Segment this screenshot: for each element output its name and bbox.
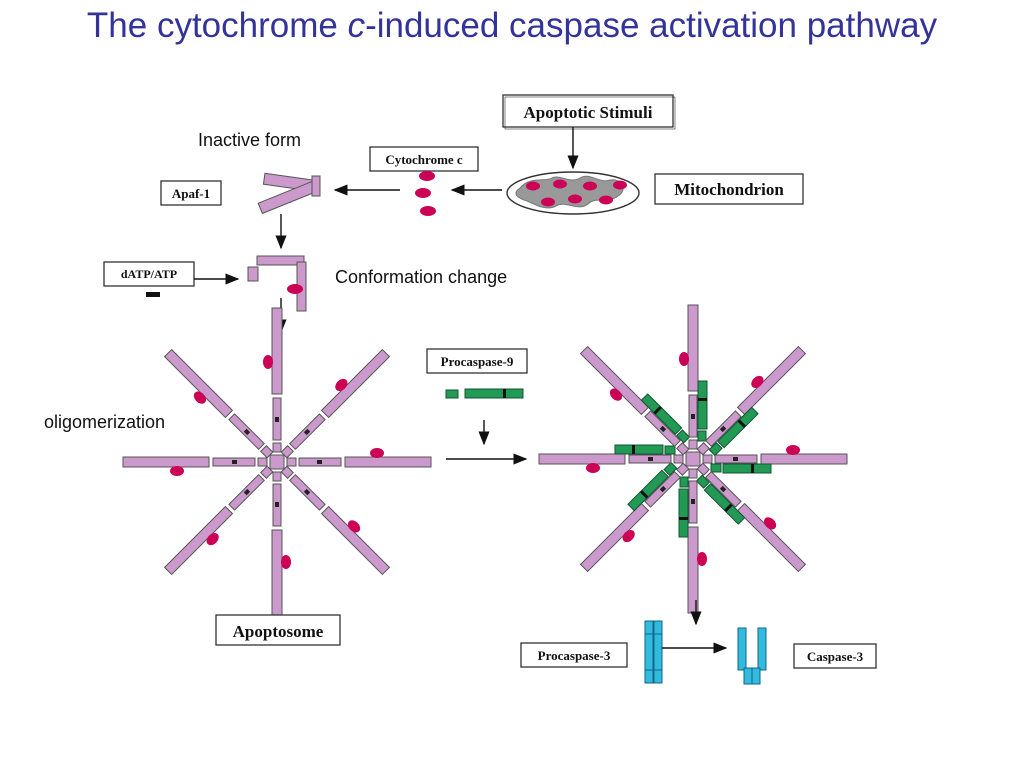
cytochrome-c-bound xyxy=(697,552,707,566)
apoptotic-stimuli-box: Apoptotic Stimuli xyxy=(502,94,676,130)
apaf1-arm xyxy=(702,445,848,474)
cytochrome-c-bound xyxy=(370,448,384,458)
procaspase3-molecule xyxy=(644,620,663,684)
cytochrome-c-bound xyxy=(679,352,689,366)
procaspase9-box: Procaspase-9 xyxy=(426,348,528,374)
apaf1-box: Apaf-1 xyxy=(160,180,222,206)
apaf1-arm xyxy=(579,461,690,573)
caspase9-bound xyxy=(710,463,772,474)
apoptotic-stimuli-label: Apoptotic Stimuli xyxy=(524,103,653,122)
apaf1-arm xyxy=(695,462,807,573)
cytochrome-c-bound xyxy=(193,391,207,404)
caspase3-box: Caspase-3 xyxy=(793,643,877,669)
caspase9-bound xyxy=(640,393,691,444)
mitochondrion-box: Mitochondrion xyxy=(654,173,804,205)
apaf1-arm xyxy=(579,345,691,456)
apaf1-arm xyxy=(122,456,268,476)
oligomerization-label: oligomerization xyxy=(44,412,165,432)
datp-atp-box: dATP/ATP xyxy=(103,261,195,297)
procaspase9-label: Procaspase-9 xyxy=(441,354,514,369)
cytochrome-c-molecules xyxy=(415,171,436,216)
apaf1-arm xyxy=(679,304,708,450)
apoptosome-hub xyxy=(685,451,701,467)
cytochrome-c-bound xyxy=(335,378,348,392)
apaf1-active xyxy=(247,255,307,312)
cytochrome-c-bound xyxy=(281,555,291,569)
cytochrome-c-bound xyxy=(170,466,184,476)
caspase9-bound xyxy=(697,380,708,442)
caspase9-bound xyxy=(678,476,689,538)
apoptosome xyxy=(122,307,432,617)
caspase9-bound xyxy=(627,461,678,512)
apoptosome-caspase9-complex xyxy=(538,304,848,614)
cytochrome-c-bound xyxy=(347,520,361,533)
cytochrome-c-bound xyxy=(622,529,635,543)
conformation-change-label: Conformation change xyxy=(335,267,507,287)
caspase3-molecule xyxy=(737,627,767,685)
caspase3-label: Caspase-3 xyxy=(807,649,864,664)
apaf1-arm xyxy=(163,465,274,576)
apaf1-arm xyxy=(286,448,432,468)
apaf1-arm xyxy=(678,468,707,614)
cytochrome-c-bound xyxy=(763,517,777,530)
apaf1-label: Apaf-1 xyxy=(172,186,210,201)
apoptosome-box: Apoptosome xyxy=(215,614,341,646)
apaf1-arm xyxy=(538,444,684,473)
cytochrome-c-label: Cytochrome c xyxy=(385,152,463,167)
apaf1-arm xyxy=(280,465,391,576)
procaspase3-box: Procaspase-3 xyxy=(520,642,628,668)
caspase9-bound xyxy=(695,474,746,525)
apoptosome-label: Apoptosome xyxy=(233,622,324,641)
mitochondrion xyxy=(506,171,640,215)
inactive-form-label: Inactive form xyxy=(198,130,301,150)
caspase9-bound xyxy=(614,444,676,455)
cytochrome-c-bound xyxy=(786,445,800,455)
apaf1-arm xyxy=(263,307,283,453)
apaf1-arm xyxy=(280,348,391,459)
apaf1-arm xyxy=(271,471,291,617)
apaf1-arm xyxy=(696,345,807,457)
cytochrome-c-bound xyxy=(206,532,219,546)
cytochrome-c-box: Cytochrome c xyxy=(369,146,479,172)
cytochrome-c-bound xyxy=(751,375,764,389)
procaspase3-label: Procaspase-3 xyxy=(538,648,611,663)
slide-title: The cytochrome c-induced caspase activat… xyxy=(86,6,938,45)
apaf1-inactive xyxy=(257,172,321,215)
datp-atp-label: dATP/ATP xyxy=(121,267,177,281)
procaspase9-molecule xyxy=(445,388,524,399)
cytochrome-c-bound xyxy=(609,388,623,401)
mitochondrion-label: Mitochondrion xyxy=(674,180,784,199)
cytochrome-c-bound xyxy=(263,355,273,369)
apoptosome-hub xyxy=(269,454,285,470)
apaf1-arm xyxy=(163,348,274,459)
caspase9-bound xyxy=(708,406,759,457)
cytochrome-c-bound xyxy=(586,463,600,473)
